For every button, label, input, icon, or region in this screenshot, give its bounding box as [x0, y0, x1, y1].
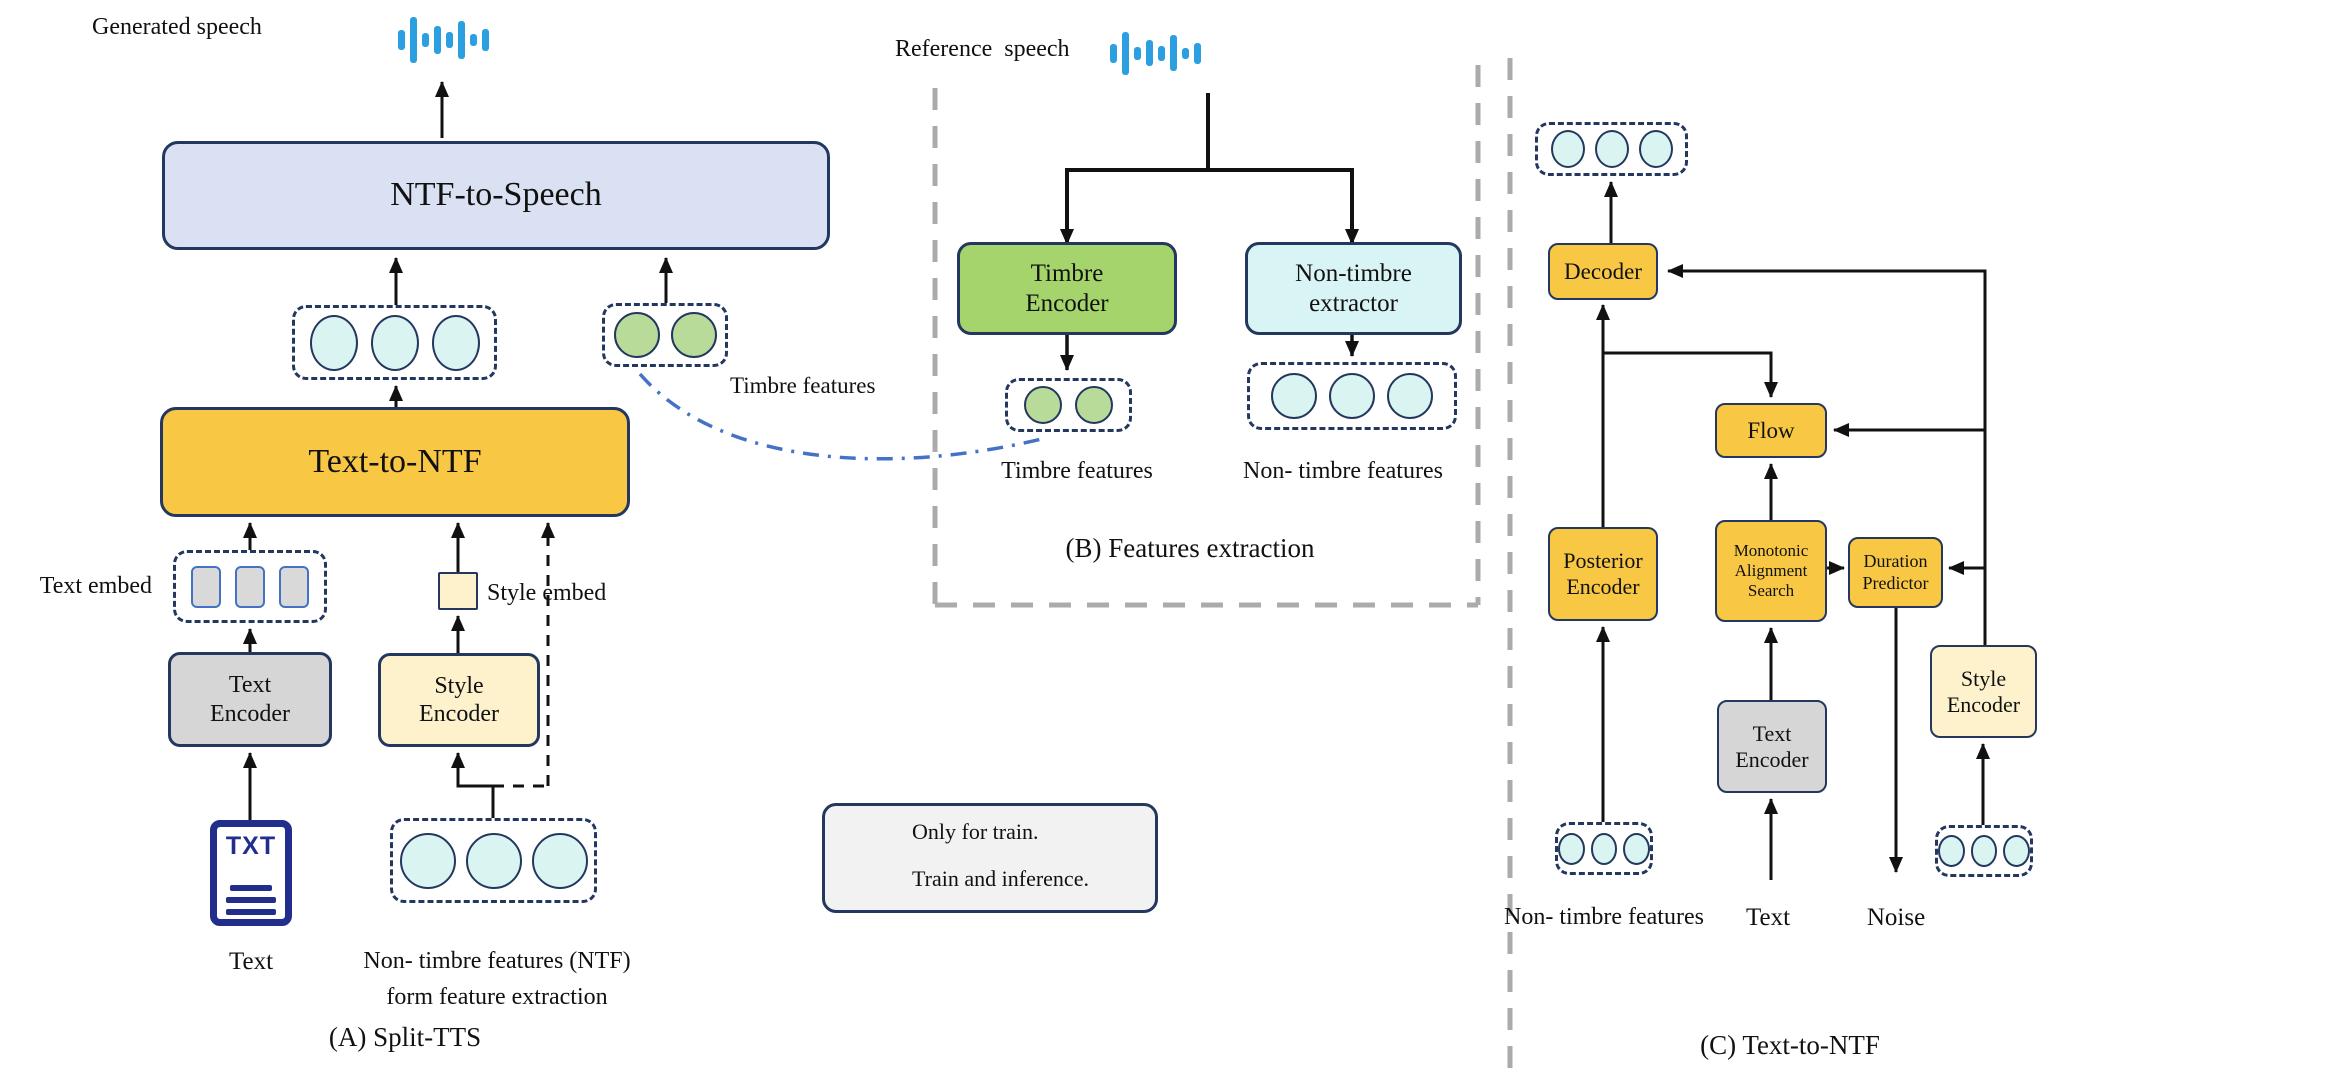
reference-speech-waveform-icon	[1110, 28, 1201, 78]
timbre-features-label-a: Timbre features	[730, 373, 876, 398]
decoder-label: Decoder	[1564, 258, 1642, 284]
text-label-c: Text	[1745, 904, 1791, 931]
ntf-caption-line1: Non- timbre features (NTF)	[363, 948, 631, 974]
text-label-a: Text	[228, 948, 274, 975]
duration-predictor-label: Duration Predictor	[1862, 551, 1929, 593]
text-embed-group	[173, 550, 327, 623]
monotonic-alignment-search-box: Monotonic Alignment Search	[1715, 520, 1827, 622]
style-encoder-label-c: Style Encoder	[1946, 665, 2021, 717]
ntf-to-speech-label: NTF-to-Speech	[390, 176, 602, 214]
panel-b-border	[932, 65, 1481, 608]
posterior-encoder-box: Posterior Encoder	[1548, 527, 1658, 621]
posterior-encoder-label: Posterior Encoder	[1563, 548, 1643, 599]
flow-label: Flow	[1747, 417, 1795, 443]
non-timbre-extractor-box: Non-timbre extractor	[1245, 242, 1462, 335]
non-timbre-extractor-label: Non-timbre extractor	[1295, 260, 1412, 317]
timbre-features-label-b: Timbre features	[1001, 458, 1153, 484]
ntf-feature-dots-group-a	[292, 305, 497, 380]
legend-solid-label: Train and inference.	[912, 866, 1089, 891]
text-encoder-label-a: Text Encoder	[210, 672, 290, 727]
style-dots-group-c	[1935, 825, 2033, 877]
non-timbre-features-label-c: Non- timbre features	[1504, 904, 1704, 930]
style-embed-square	[438, 572, 478, 610]
text-encoder-label-c: Text Encoder	[1735, 720, 1809, 772]
text-to-ntf-label: Text-to-NTF	[308, 442, 482, 480]
non-timbre-dots-group-c	[1555, 822, 1653, 875]
txt-file-icon-text: TXT	[225, 832, 277, 860]
ntf-caption-line2: form feature extraction	[386, 984, 608, 1010]
generated-speech-label: Generated speech	[92, 14, 262, 40]
legend-dashed-label: Only for train.	[912, 819, 1039, 844]
panel-c-caption: (C) Text-to-NTF	[1700, 1030, 1880, 1060]
text-encoder-box-c: Text Encoder	[1717, 700, 1827, 793]
reference-speech-label: Reference speech	[895, 36, 1070, 62]
decoder-box: Decoder	[1548, 243, 1658, 300]
ntf-extraction-dots-group	[390, 818, 597, 903]
style-embed-label: Style embed	[487, 580, 607, 606]
text-to-ntf-box: Text-to-NTF	[160, 407, 630, 517]
timbre-transfer-curve	[638, 372, 1047, 461]
non-timbre-dots-group-b	[1247, 362, 1457, 430]
style-encoder-box-c: Style Encoder	[1930, 645, 2037, 738]
timbre-feature-dots-group-a	[602, 303, 728, 367]
flow-box: Flow	[1715, 403, 1827, 458]
panel-a-caption: (A) Split-TTS	[328, 1022, 482, 1052]
monotonic-alignment-search-label: Monotonic Alignment Search	[1733, 540, 1809, 601]
text-encoder-box-a: Text Encoder	[168, 652, 332, 747]
style-encoder-label-a: Style Encoder	[419, 672, 499, 727]
duration-predictor-box: Duration Predictor	[1848, 537, 1943, 608]
non-timbre-features-label-b: Non- timbre features	[1243, 458, 1443, 484]
timbre-encoder-box: Timbre Encoder	[957, 242, 1177, 335]
generated-speech-waveform-icon	[398, 13, 489, 67]
panel-b-caption: (B) Features extraction	[1065, 533, 1315, 563]
output-dots-group-c	[1535, 122, 1688, 176]
timbre-feature-dots-group-b	[1005, 378, 1132, 432]
text-embed-label: Text embed	[39, 573, 152, 599]
timbre-encoder-label: Timbre Encoder	[1025, 260, 1109, 317]
txt-file-icon: TXT	[210, 820, 292, 926]
style-encoder-box-a: Style Encoder	[378, 653, 540, 747]
ntf-to-speech-box: NTF-to-Speech	[162, 141, 830, 250]
noise-label-c: Noise	[1866, 904, 1926, 931]
legend-box	[822, 803, 1158, 913]
